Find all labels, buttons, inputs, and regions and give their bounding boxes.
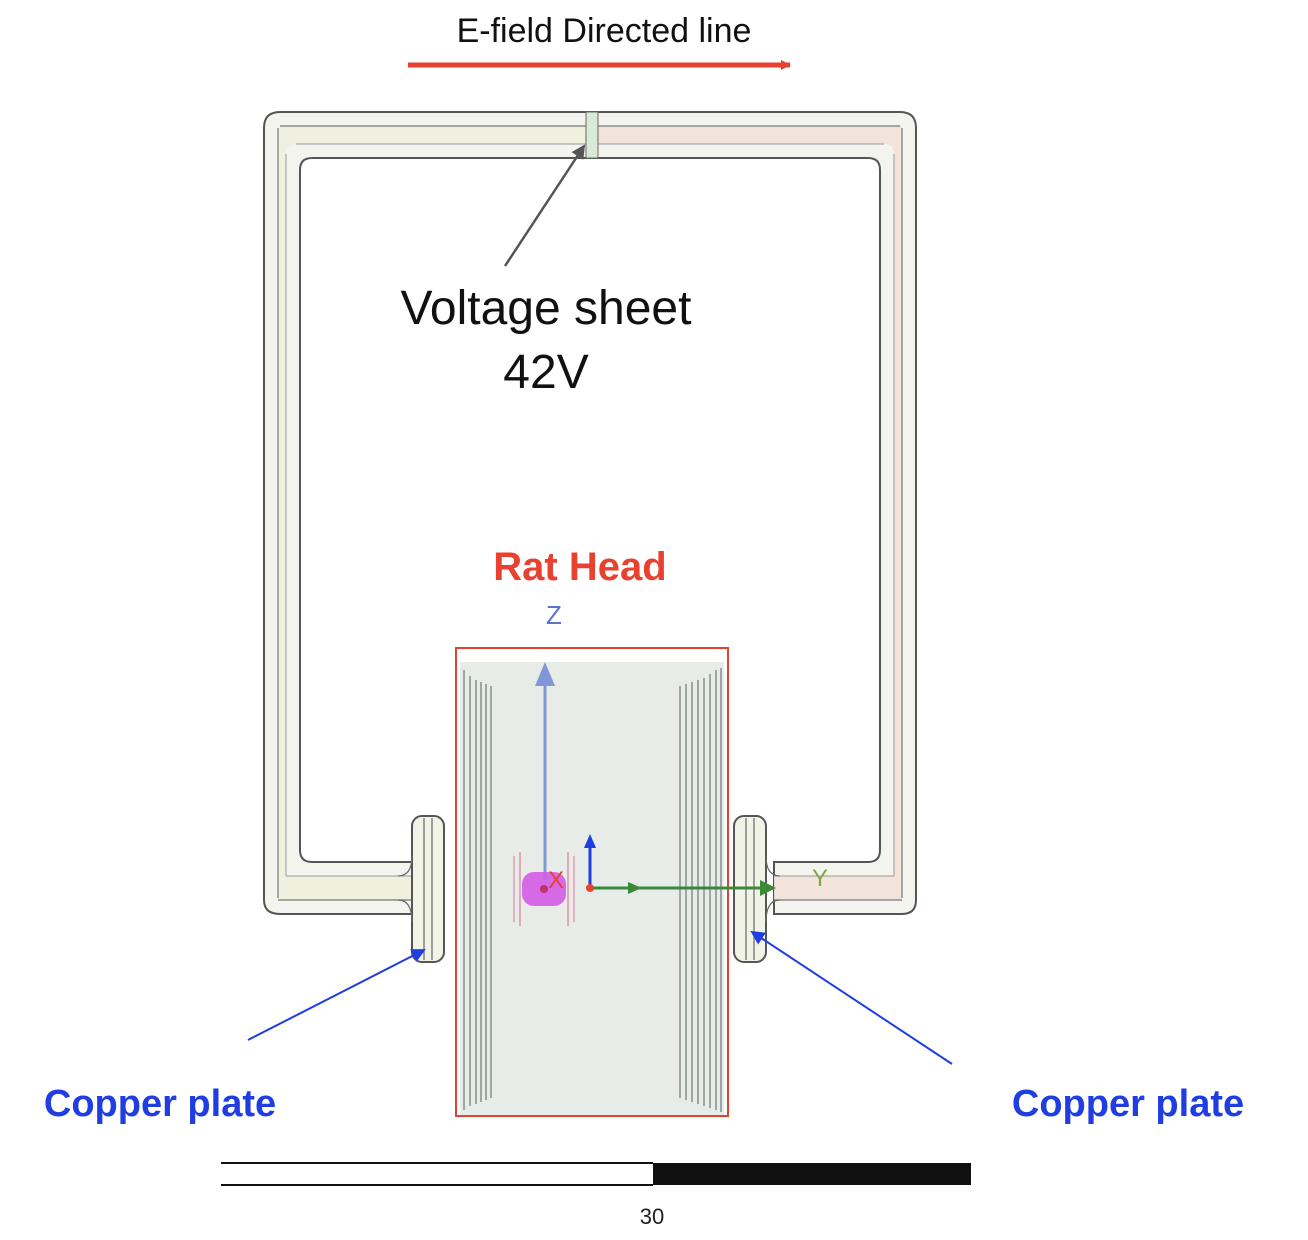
- voltage-sheet-pointer: [503, 144, 586, 267]
- scale-bar: [221, 1162, 971, 1186]
- z-axis-label: Z: [546, 600, 562, 630]
- scale-bar-label: 30: [640, 1204, 664, 1229]
- rat-head-label: Rat Head: [493, 545, 666, 589]
- probe-marker: [513, 852, 575, 926]
- y-axis-label: Y: [812, 865, 828, 892]
- copper-plate-right-label: Copper plate: [1012, 1083, 1244, 1125]
- x-axis-label: X: [548, 867, 564, 894]
- copper-left-pointer: [247, 949, 426, 1041]
- local-axes: X Y: [548, 834, 828, 896]
- voltage-value-label: 42V: [503, 346, 588, 399]
- coil-frame: [263, 111, 917, 915]
- copper-plate-left: [397, 815, 445, 963]
- copper-plate-left-label: Copper plate: [44, 1083, 276, 1125]
- rat-head-box: [455, 647, 729, 1117]
- efield-label: E-field Directed line: [457, 12, 752, 50]
- copper-right-pointer: [750, 930, 953, 1065]
- voltage-sheet-label: Voltage sheet: [401, 282, 692, 335]
- global-axes: Z: [535, 600, 562, 880]
